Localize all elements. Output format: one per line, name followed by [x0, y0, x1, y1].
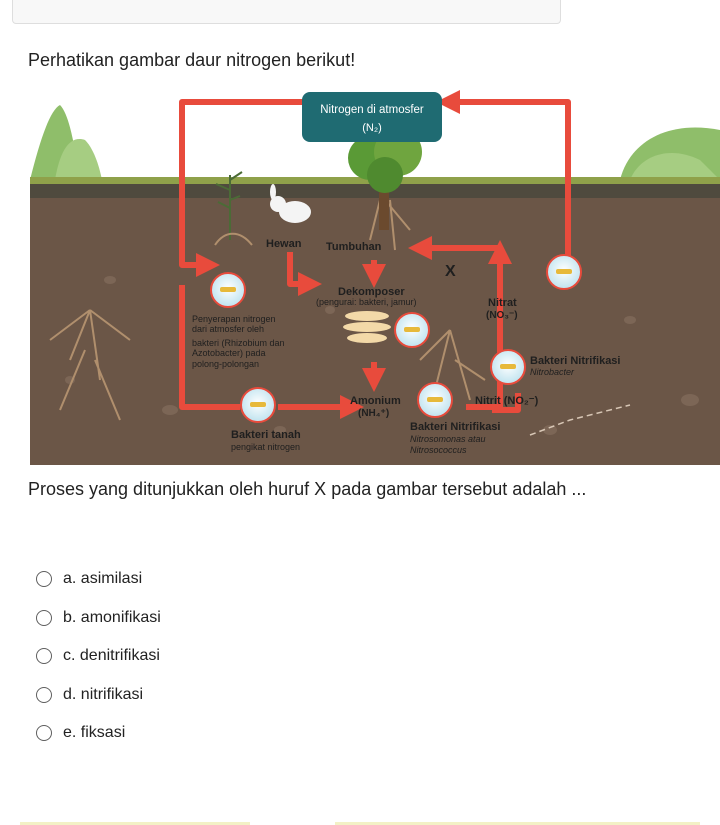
- option-label: e. fiksasi: [63, 724, 126, 742]
- option-c[interactable]: c. denitrifikasi: [36, 637, 161, 676]
- bakteri-tanah-label: Bakteri tanah: [231, 429, 301, 441]
- soil-pebbles: [65, 276, 699, 435]
- handwriting-mark: [93, 0, 213, 3]
- bottom-divider: [20, 822, 700, 825]
- nitrat-formula: (NO₃⁻): [486, 310, 518, 321]
- radio-button[interactable]: [36, 686, 52, 703]
- penyerapan-line-1: Penyerapan nitrogen: [192, 314, 276, 324]
- bakteri-nitrifikasi-bottom-label: Bakteri Nitrifikasi: [410, 421, 500, 433]
- radio-button[interactable]: [36, 609, 52, 626]
- x-marker: X: [445, 263, 456, 280]
- nitrat-label: Nitrat: [488, 297, 517, 309]
- background-hills: [30, 105, 720, 180]
- dekomposer-label: Dekomposer: [338, 286, 405, 298]
- atmosphere-label: Nitrogen di atmosfer: [320, 104, 424, 116]
- option-e[interactable]: e. fiksasi: [36, 714, 161, 753]
- nitrobacter-label: Nitrobacter: [530, 367, 575, 377]
- small-plant: [214, 171, 253, 246]
- amonium-formula: (NH₄⁺): [358, 408, 389, 419]
- option-d[interactable]: d. nitrifikasi: [36, 676, 161, 715]
- amonium-label: Amonium: [350, 395, 401, 407]
- nitrogen-cycle-diagram: Nitrogen di atmosfer (N₂): [30, 80, 720, 465]
- option-label: d. nitrifikasi: [63, 685, 144, 703]
- penyerapan-line-5: polong-polongan: [192, 359, 259, 369]
- mushrooms-icon: [343, 311, 391, 343]
- dekomposer-sub: (pengurai: bakteri, jamur): [316, 297, 417, 307]
- tumbuhan-label: Tumbuhan: [326, 241, 382, 253]
- option-label: c. denitrifikasi: [63, 647, 160, 665]
- nitrosomonas-label: Nitrosomonas atau: [410, 434, 486, 444]
- atmosphere-box: [302, 92, 442, 142]
- radio-button[interactable]: [36, 571, 52, 588]
- penyerapan-line-4: Azotobacter) pada: [192, 348, 266, 358]
- dashed-line: [529, 404, 631, 436]
- bacteria-icons: [210, 254, 582, 423]
- roots: [49, 199, 486, 421]
- option-b[interactable]: b. amonifikasi: [36, 599, 161, 638]
- cycle-arrows: [179, 90, 571, 419]
- hewan-label: Hewan: [266, 238, 302, 250]
- penyerapan-line-3: bakteri (Rhizobium dan: [192, 338, 285, 348]
- radio-button[interactable]: [36, 648, 52, 665]
- option-label: a. asimilasi: [63, 570, 143, 588]
- question-intro: Perhatikan gambar daur nitrogen berikut!: [28, 50, 356, 70]
- nitrosococcus-label: Nitrosococcus: [410, 445, 467, 455]
- nitrit-label: Nitrit (NO₂⁻): [475, 395, 539, 407]
- question-prompt: Proses yang ditunjukkan oleh huruf X pad…: [28, 479, 587, 499]
- option-label: b. amonifikasi: [63, 608, 161, 626]
- answer-options: a. asimilasi b. amonifikasi c. denitrifi…: [36, 560, 161, 753]
- penyerapan-line-2: dari atmosfer oleh: [192, 324, 264, 334]
- atmosphere-formula: (N₂): [362, 122, 382, 134]
- option-a[interactable]: a. asimilasi: [36, 560, 161, 599]
- radio-button[interactable]: [36, 725, 52, 742]
- bakteri-nitrifikasi-right-label: Bakteri Nitrifikasi: [530, 355, 620, 367]
- pengikat-label: pengikat nitrogen: [231, 442, 300, 452]
- rabbit-illustration: [270, 184, 311, 223]
- previous-question-card: [12, 0, 561, 24]
